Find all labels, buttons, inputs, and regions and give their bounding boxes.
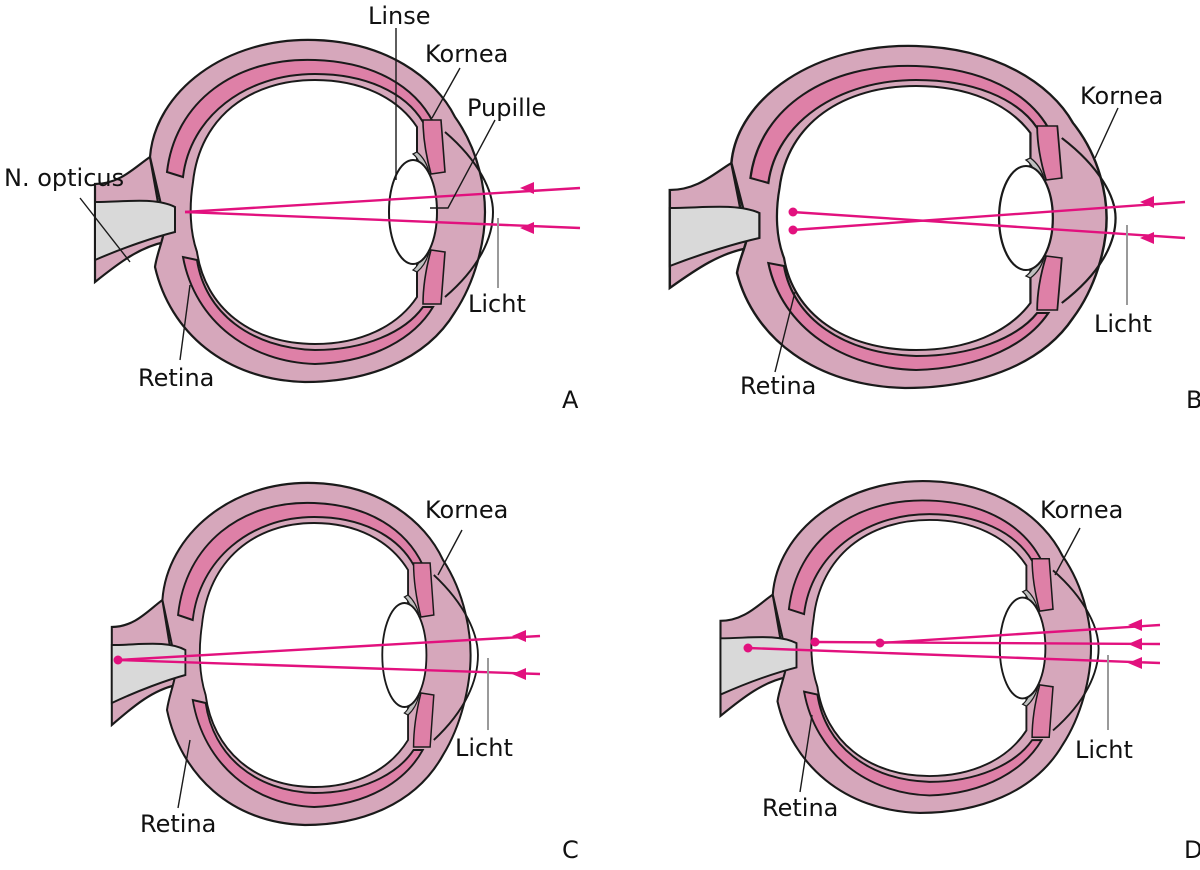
panel-letter: A bbox=[562, 386, 579, 414]
panel-c: Kornea Licht Retina C bbox=[110, 481, 579, 864]
panel-b: Kornea Licht Retina B bbox=[668, 44, 1200, 414]
label-licht: Licht bbox=[1094, 310, 1152, 338]
label-retina: Retina bbox=[762, 794, 838, 822]
label-n-opticus: N. opticus bbox=[4, 164, 124, 192]
panel-d: Kornea Licht Retina D bbox=[719, 479, 1200, 864]
label-kornea: Kornea bbox=[1080, 82, 1163, 110]
label-kornea: Kornea bbox=[425, 40, 508, 68]
label-licht: Licht bbox=[455, 734, 513, 762]
label-kornea: Kornea bbox=[425, 496, 508, 524]
label-retina: Retina bbox=[140, 810, 216, 838]
label-licht: Licht bbox=[468, 290, 526, 318]
label-retina: Retina bbox=[740, 372, 816, 400]
panel-letter: C bbox=[562, 836, 579, 864]
label-kornea: Kornea bbox=[1040, 496, 1123, 524]
panel-letter: B bbox=[1186, 386, 1200, 414]
label-linse: Linse bbox=[368, 2, 431, 30]
panel-a: Linse Kornea Pupille N. opticus Licht Re… bbox=[4, 2, 581, 414]
label-licht: Licht bbox=[1075, 736, 1133, 764]
label-pupille: Pupille bbox=[467, 94, 546, 122]
label-retina: Retina bbox=[138, 364, 214, 392]
panel-letter: D bbox=[1184, 836, 1200, 864]
